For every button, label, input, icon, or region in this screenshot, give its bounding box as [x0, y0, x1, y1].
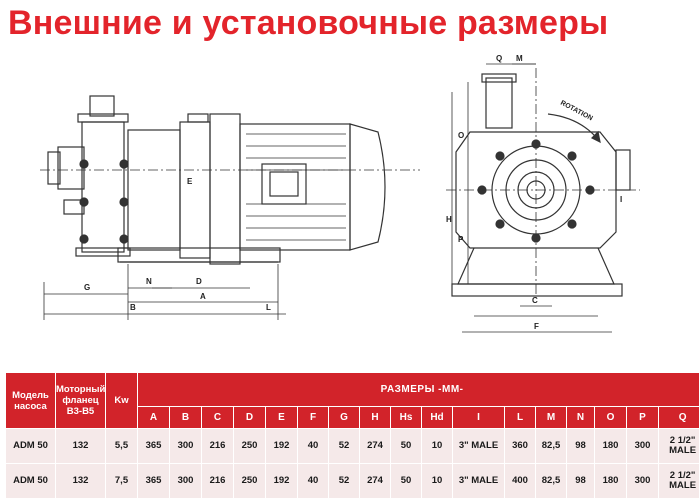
cell-p: 300	[626, 428, 659, 464]
dim-header: Hd	[421, 406, 453, 429]
cell-a: 365	[137, 428, 170, 464]
dim-header: H	[359, 406, 391, 429]
label-a: A	[200, 292, 206, 301]
cell-hd: 10	[421, 463, 453, 499]
cell-h: 274	[359, 428, 391, 464]
cell-f: 40	[297, 463, 329, 499]
label-e: E	[187, 177, 193, 186]
cell-o: 180	[594, 428, 627, 464]
cell-flange: 132	[55, 428, 106, 464]
dim-header: N	[566, 406, 595, 429]
cell-hd: 10	[421, 428, 453, 464]
dim-header: Q	[657, 406, 699, 429]
cell-m: 82,5	[535, 463, 567, 499]
dim-header: A	[137, 406, 170, 429]
label-g: G	[84, 283, 90, 292]
cell-e: 192	[265, 428, 298, 464]
dim-header: I	[452, 406, 505, 429]
cell-model: ADM 50	[5, 428, 56, 464]
col-flange-header: Моторный фланец В3-В5	[55, 372, 106, 429]
cell-flange: 132	[55, 463, 106, 499]
cell-o: 180	[594, 463, 627, 499]
page-title: Внешние и установочные размеры	[8, 4, 609, 42]
dim-header: O	[594, 406, 627, 429]
label-h: H	[446, 215, 452, 224]
label-l: L	[266, 303, 271, 312]
cell-m: 82,5	[535, 428, 567, 464]
cell-c: 216	[201, 463, 234, 499]
label-rotation: ROTATION	[559, 100, 594, 123]
dim-header: G	[328, 406, 360, 429]
label-f: F	[534, 322, 539, 331]
label-m: M	[516, 54, 523, 63]
dimensions-group-header: РАЗМЕРЫ -ММ-	[136, 372, 699, 407]
cell-i: 3" MALE	[452, 428, 505, 464]
label-p: P	[458, 235, 464, 244]
cell-hs: 50	[390, 463, 422, 499]
cell-g: 52	[328, 428, 360, 464]
cell-c: 216	[201, 428, 234, 464]
dim-header: F	[297, 406, 329, 429]
cell-h: 274	[359, 463, 391, 499]
dim-header: E	[265, 406, 298, 429]
cell-l: 360	[504, 428, 536, 464]
cell-model: ADM 50	[5, 463, 56, 499]
cell-f: 40	[297, 428, 329, 464]
label-o: O	[458, 131, 464, 140]
label-c: C	[532, 296, 538, 305]
cell-kw: 7,5	[105, 463, 138, 499]
cell-kw: 5,5	[105, 428, 138, 464]
col-model-header: Модель насоса	[5, 372, 56, 429]
table-row: ADM 50 132 7,5 365 300 216 250 192 40 52…	[5, 463, 699, 499]
label-i: I	[620, 195, 622, 204]
label-n: N	[146, 277, 152, 286]
pump-dimension-drawing: G N D A B E L Q M ROTATION O H P I C F	[40, 54, 640, 333]
cell-a: 365	[137, 463, 170, 499]
dim-header: L	[504, 406, 536, 429]
cell-n: 98	[566, 463, 595, 499]
cell-i: 3" MALE	[452, 463, 505, 499]
dim-header: C	[201, 406, 234, 429]
cell-d: 250	[233, 463, 266, 499]
dim-header: B	[169, 406, 202, 429]
dimensions-table-wrapper: Модель насоса Моторный фланец В3-В5 Kw Р…	[5, 372, 699, 499]
label-d: D	[196, 277, 202, 286]
table-row: ADM 50 132 5,5 365 300 216 250 192 40 52…	[5, 428, 699, 464]
col-kw-header: Kw	[105, 372, 138, 429]
label-b: B	[130, 303, 136, 312]
cell-g: 52	[328, 463, 360, 499]
cell-e: 192	[265, 463, 298, 499]
cell-q: 2 1/2" MALE	[657, 428, 699, 464]
cell-d: 250	[233, 428, 266, 464]
cell-l: 400	[504, 463, 536, 499]
dim-header: P	[626, 406, 659, 429]
dim-header: D	[233, 406, 266, 429]
cell-b: 300	[169, 428, 202, 464]
dimension-letters-row: A B C D E F G H Hs Hd I L M N O P Q	[5, 406, 699, 429]
label-q: Q	[496, 54, 502, 63]
cell-b: 300	[169, 463, 202, 499]
cell-n: 98	[566, 428, 595, 464]
dimensions-table: Модель насоса Моторный фланец В3-В5 Kw Р…	[5, 372, 699, 499]
cell-q: 2 1/2" MALE	[657, 463, 699, 499]
dim-header: M	[535, 406, 567, 429]
cell-hs: 50	[390, 428, 422, 464]
dim-header: Hs	[390, 406, 422, 429]
cell-p: 300	[626, 463, 659, 499]
